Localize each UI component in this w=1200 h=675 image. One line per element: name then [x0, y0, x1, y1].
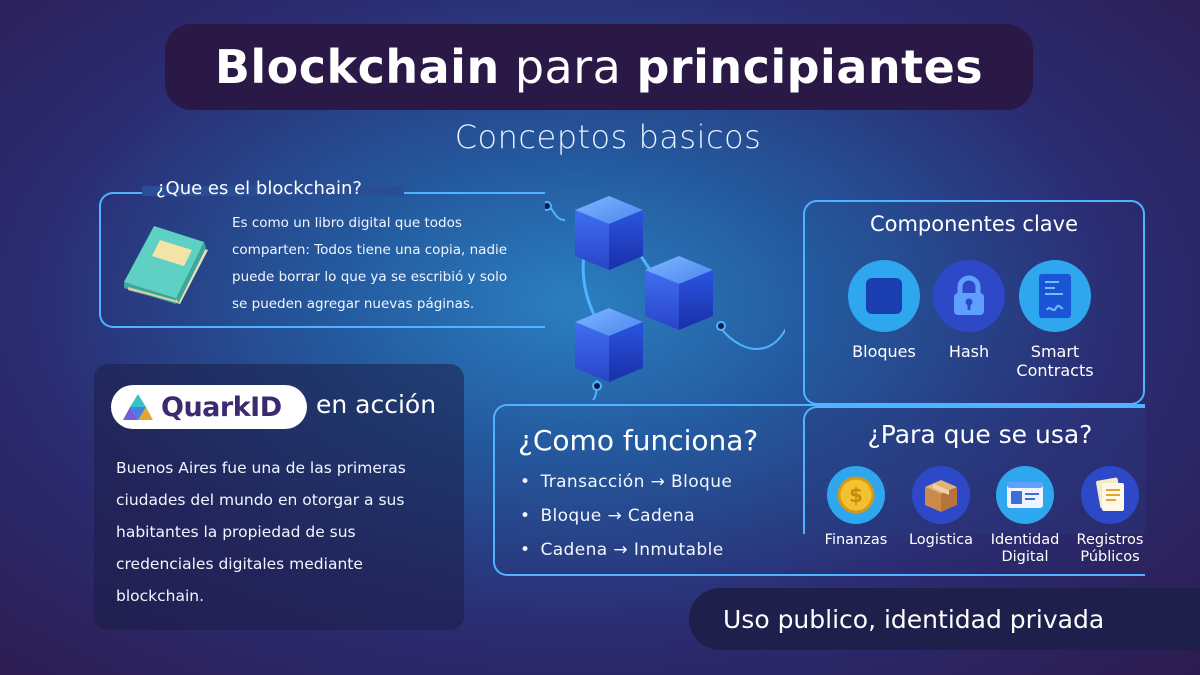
para-que-title: ¿Para que se usa?	[867, 420, 1093, 449]
que-es-line: Es como un libro digital que todos	[232, 215, 462, 231]
book-icon	[124, 226, 208, 304]
que-es-line: comparten: Todos tiene una copia, nadie	[232, 242, 508, 258]
use-label: Finanzas	[824, 532, 888, 548]
title-bold-blockchain: Blockchain	[214, 40, 500, 94]
component-label: Hash	[948, 342, 990, 361]
documents-icon	[1081, 466, 1139, 524]
quarkid-description: Buenos Aires fue una de las primeras ciu…	[116, 452, 456, 612]
quarkid-line: Buenos Aires fue una de las primeras	[116, 459, 406, 477]
que-es-title-mask	[142, 186, 404, 196]
cube-2	[645, 256, 713, 330]
que-es-description: Es como un libro digital que todos compa…	[232, 210, 562, 318]
component-label-line1: Smart	[1030, 342, 1080, 361]
component-label: Bloques	[852, 342, 916, 361]
box-icon	[912, 466, 970, 524]
quarkid-logo: QuarkID	[111, 385, 307, 429]
component-label-line2: Contracts	[1016, 361, 1094, 380]
como-funciona-panel	[493, 404, 1145, 576]
use-registros-publicos: Registros Públicos	[1065, 466, 1155, 566]
subtitle: Conceptos basicos	[454, 118, 762, 156]
use-identidad-digital: Identidad Digital	[980, 466, 1070, 566]
use-finanzas: $ Finanzas	[811, 466, 901, 549]
que-es-title: ¿Que es el blockchain?	[156, 178, 362, 199]
como-funciona-list: Transacción → Bloque Bloque → Cadena Cad…	[520, 472, 732, 574]
blockchain-cubes-illustration	[545, 196, 785, 400]
que-es-line: puede borrar lo que ya se escribió y sol…	[232, 269, 508, 285]
lock-icon	[933, 260, 1005, 332]
coin-icon: $	[827, 466, 885, 524]
quarkid-logo-text: QuarkID	[161, 391, 282, 423]
use-label: Logistica	[908, 532, 974, 548]
bottom-banner: Uso publico, identidad privada	[689, 588, 1200, 650]
quarkid-logo-icon	[123, 394, 153, 420]
quarkid-line: credenciales digitales mediante	[116, 555, 363, 573]
cube-1	[575, 196, 643, 270]
quarkid-action: en acción	[316, 390, 437, 419]
quarkid-line: ciudades del mundo en otorgar a sus	[116, 491, 405, 509]
component-hash: Hash	[919, 260, 1019, 361]
use-label-line1: Registros	[1076, 532, 1144, 548]
id-card-icon	[996, 466, 1054, 524]
component-bloques: Bloques	[834, 260, 934, 361]
title-bold-principiantes: principiantes	[636, 40, 984, 94]
list-item: Cadena → Inmutable	[520, 540, 732, 574]
component-smart-contracts: Smart Contracts	[1005, 260, 1105, 380]
use-label-line2: Públicos	[1080, 549, 1140, 565]
svg-text:$: $	[849, 483, 863, 507]
quarkid-line: habitantes la propiedad de sus	[116, 523, 356, 541]
list-item: Bloque → Cadena	[520, 506, 732, 540]
quarkid-line: blockchain.	[116, 587, 205, 605]
componentes-title: Componentes clave	[869, 212, 1079, 236]
block-icon	[848, 260, 920, 332]
use-label-line2: Digital	[1001, 549, 1049, 565]
que-es-line: se pueden agregar nuevas páginas.	[232, 296, 475, 312]
list-item: Transacción → Bloque	[520, 472, 732, 506]
use-label-line1: Identidad	[990, 532, 1060, 548]
use-logistica: Logistica	[896, 466, 986, 549]
como-funciona-title: ¿Como funciona?	[518, 424, 759, 457]
title-banner: Blockchain para principiantes	[165, 24, 1033, 110]
title-light-para: para	[514, 40, 622, 94]
cube-3	[575, 308, 643, 382]
contract-icon	[1019, 260, 1091, 332]
